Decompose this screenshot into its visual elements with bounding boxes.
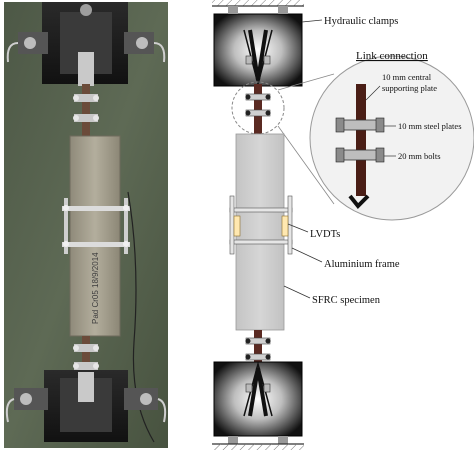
aluminium-frame-label: Aluminium frame — [324, 259, 400, 270]
specimen-label: SFRC specimen — [312, 295, 381, 306]
lvdt-sensors — [233, 215, 289, 237]
sfrc-specimen — [235, 133, 285, 331]
hydraulic-clamps-label: Hydraulic clamps — [324, 16, 398, 27]
photo-top-clamp — [6, 2, 166, 86]
lvdts-label: LVDTs — [310, 229, 340, 240]
steel-plates-label: 10 mm steel plates — [398, 121, 462, 131]
aluminium-frame-leader — [291, 247, 323, 263]
photo-frame — [62, 191, 155, 443]
zoom-connector-top — [277, 73, 335, 91]
bottom-link-connection — [245, 330, 271, 370]
top-support — [212, 0, 304, 7]
link-connection-detail — [309, 55, 474, 221]
bolts-label: 20 mm bolts — [398, 151, 441, 161]
bottom-hydraulic-clamp — [213, 361, 303, 444]
top-hydraulic-clamp — [213, 6, 303, 87]
photo-specimen — [69, 135, 121, 337]
hydraulic-clamps-leader — [301, 19, 323, 23]
photo-bottom-link — [73, 336, 99, 378]
test-setup-photo: Pad Cr05 18/9/2014 — [4, 2, 168, 448]
central-plate-label-line2: supporting plate — [382, 83, 437, 93]
photo-top-link — [73, 84, 99, 136]
lvdts-leader — [287, 223, 309, 233]
photo-bottom-clamp — [5, 370, 167, 442]
zoom-connector-bottom — [277, 125, 335, 205]
link-connection-title: Link connection — [356, 50, 428, 62]
schematic-diagram: Link connection 10 mm central supporting… — [212, 0, 474, 450]
bottom-support — [212, 443, 304, 450]
specimen-leader — [283, 285, 311, 299]
photo-specimen-marking: Pad Cr05 18/9/2014 — [91, 252, 100, 324]
central-plate-label-line1: 10 mm central — [382, 72, 432, 82]
top-link-connection — [245, 84, 271, 134]
